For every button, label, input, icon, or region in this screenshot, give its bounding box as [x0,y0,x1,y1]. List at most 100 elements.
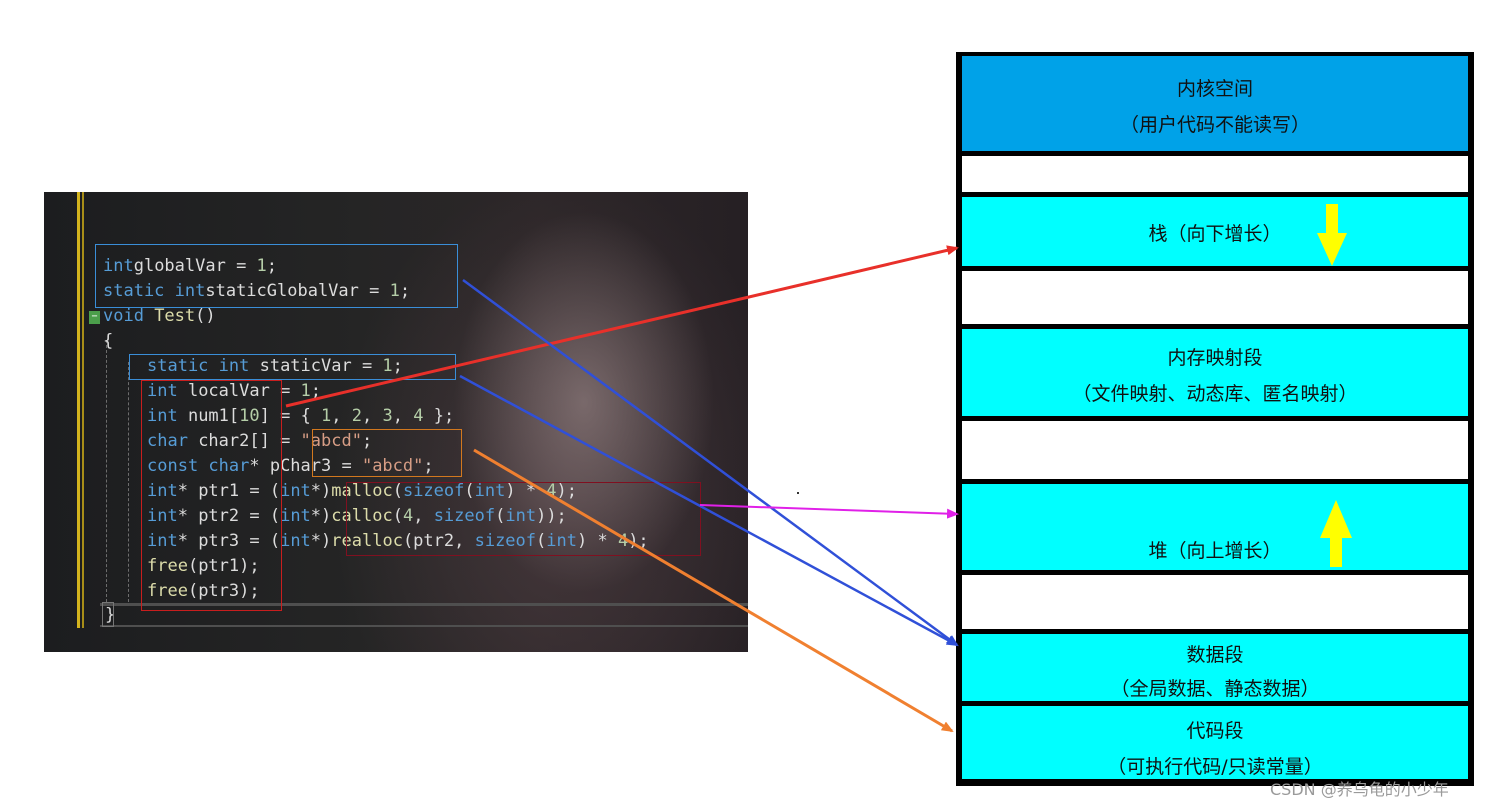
gap-segment [962,271,1468,324]
kernel-space-note: （用户代码不能读写） [1119,114,1310,136]
code-token: "abcd" [300,431,362,451]
gutter-change-bar [82,192,84,628]
data-segment: 数据段 （全局数据、静态数据） [962,634,1468,701]
code-token: int [103,256,134,276]
code-segment: 代码段 （可执行代码/只读常量） [962,706,1468,779]
code-token: ( [392,481,403,501]
heap-title: 堆（向上增长） [1148,540,1282,562]
code-token: (ptr3); [187,581,260,601]
code-token: 4 [413,406,424,426]
gap-segment [962,156,1468,192]
code-token: 3 [382,406,393,426]
code-token: int [147,406,178,426]
code-token: ] = { [259,406,322,426]
code-token: } [105,605,116,625]
indent-guide [106,340,107,602]
watermark: CSDN @养乌龟的小少年 [1270,780,1449,799]
editor-divider [100,603,748,606]
fold-toggle-icon[interactable]: − [89,311,100,324]
stack-segment: 栈（向下增长） [962,197,1468,266]
memory-layout-diagram: 内核空间 （用户代码不能读写） 栈（向下增长） 内存映射段 （文件映射、动态库、… [956,52,1474,786]
globals-highlight-box [95,244,458,308]
code-token: *) [310,481,332,501]
data-segment-note: （全局数据、静态数据） [1110,678,1320,700]
code-token: , [331,406,352,426]
code-token: , [362,406,383,426]
code-line-free1: free(ptr1); [147,554,260,579]
code-token: 1 [256,256,267,276]
code-token: static int [147,356,250,376]
code-token: char2[] = [187,431,301,451]
code-token: Test [143,306,196,326]
gap-segment [962,421,1468,479]
code-token: 4 [402,506,414,526]
code-token: ; [310,381,322,401]
code-token: () [195,306,216,326]
code-token: int [147,481,178,501]
static-var-highlight-box [129,354,456,380]
code-token: *) [310,531,332,551]
code-token: int [280,481,311,501]
code-token: 10 [239,406,260,426]
mmap-note: （文件映射、动态库、匿名映射） [1072,383,1358,405]
alloc-highlight-box [346,482,701,556]
heap-segment: 堆（向上增长） [962,484,1468,570]
code-token: (ptr2, [402,531,475,551]
code-token: }; [423,406,455,426]
code-token: 1 [321,406,332,426]
code-line-localVar: int localVar = 1; [147,379,321,404]
code-token: "abcd" [361,456,424,476]
code-token: , [413,506,434,526]
code-editor-panel: − intglobalVar = 1;static intstaticGloba… [44,192,748,652]
code-line-free2: free(ptr3); [147,579,260,604]
stray-dot [797,492,799,494]
code-token: char [147,431,188,451]
gap-segment [962,575,1468,629]
data-segment-title: 数据段 [1186,644,1244,666]
gutter-change-bar [77,192,80,628]
code-token: num1[ [177,406,240,426]
code-token: free [147,556,188,576]
mmap-title: 内存映射段 [1167,347,1263,369]
code-token: realloc [331,531,403,551]
code-token: int [147,506,178,526]
stack-title: 栈（向下增长） [1148,223,1282,245]
kernel-space-title: 内核空间 [1176,78,1253,100]
literal-highlight-box [312,429,462,477]
code-token: ( [392,506,403,526]
code-token: int [147,381,178,401]
code-token: free [147,581,188,601]
editor-divider [100,625,748,627]
code-token: void [103,306,144,326]
code-line-globalVar: intglobalVar = 1; [103,254,277,279]
code-token: globalVar = [133,256,257,276]
code-token: * pChar3 = [249,456,362,476]
code-line-num1: int num1[10] = { 1, 2, 3, 4 }; [147,404,454,429]
code-token: int [280,531,311,551]
code-token: (ptr1); [187,556,260,576]
code-line-char2: char char2[] = "abcd"; [147,429,372,454]
code-segment-note: （可执行代码/只读常量） [1107,756,1323,778]
code-token: ; [266,256,278,276]
code-token: *) [310,506,332,526]
code-token: int [280,506,311,526]
code-token: 1 [300,381,311,401]
indent-guide [128,362,129,602]
code-token: const char [147,456,250,476]
code-token: * ptr3 = ( [177,531,281,551]
code-line-test-decl: void Test() [103,304,216,329]
code-token: int [147,531,178,551]
code-token: { [103,331,114,351]
code-token: * ptr2 = ( [177,506,281,526]
code-token: , [392,406,414,426]
code-token: static int [103,281,206,301]
code-token: sizeof [402,481,465,501]
kernel-space-segment: 内核空间 （用户代码不能读写） [962,56,1468,151]
code-token: ; [361,431,373,451]
code-token: 2 [351,406,363,426]
mmap-segment: 内存映射段 （文件映射、动态库、匿名映射） [962,329,1468,416]
code-line-open-brace: { [103,329,113,354]
code-token: ; [423,456,434,476]
code-segment-title: 代码段 [1186,720,1244,742]
code-token: * ptr1 = ( [177,481,281,501]
